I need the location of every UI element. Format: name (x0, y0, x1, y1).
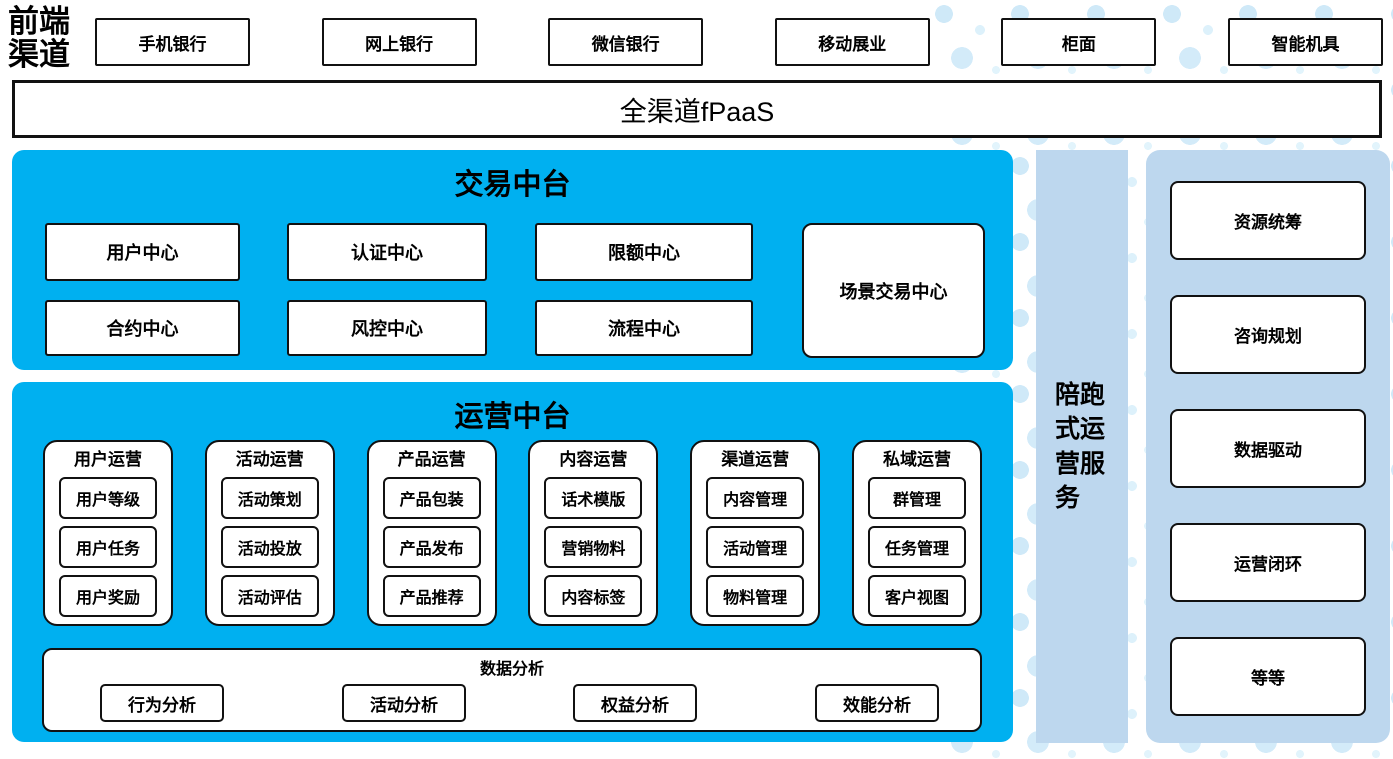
column-item-box: 产品发布 (382, 526, 481, 569)
column-item-box: 话术模版 (544, 477, 643, 520)
analysis-item-box: 行为分析 (100, 684, 224, 722)
trade-platform-panel: 交易中台 用户中心 认证中心 限额中心 合约中心 风控中心 流程中心 场景交易中… (12, 150, 1013, 370)
right-panel-box-resource: 资源统筹 (1170, 181, 1366, 260)
column-items: 产品包装 产品发布 产品推荐 (382, 477, 481, 618)
right-panel-box-consulting: 咨询规划 (1170, 295, 1366, 374)
channel-box-mobile-banking: 手机银行 (95, 18, 250, 66)
scene-trade-center-box: 场景交易中心 (802, 223, 985, 358)
data-analysis-bar: 数据分析 行为分析 活动分析 权益分析 效能分析 (42, 648, 982, 732)
center-box-contract: 合约中心 (45, 300, 240, 356)
ops-column-card-content: 内容运营 话术模版 营销物料 内容标签 (528, 440, 659, 626)
column-item-box: 内容管理 (706, 477, 805, 520)
right-panel-box-data-driven: 数据驱动 (1170, 409, 1366, 488)
data-analysis-title: 数据分析 (479, 661, 544, 678)
column-item-box: 用户任务 (59, 526, 157, 569)
column-item-box: 用户奖励 (59, 575, 157, 618)
channel-box-counter: 柜面 (1001, 18, 1157, 66)
trade-platform-title: 交易中台 (454, 169, 571, 201)
fpaas-bar: 全渠道fPaaS (12, 80, 1382, 138)
right-service-panel: 资源统筹 咨询规划 数据驱动 运营闭环 等等 (1146, 150, 1390, 743)
ops-platform-title: 运营中台 (454, 401, 571, 433)
center-box-user: 用户中心 (45, 223, 240, 281)
center-box-limit: 限额中心 (535, 223, 753, 281)
center-box-process: 流程中心 (535, 300, 753, 356)
center-box-risk: 风控中心 (287, 300, 487, 356)
ops-column-card-product: 产品运营 产品包装 产品发布 产品推荐 (366, 440, 497, 626)
column-items: 话术模版 营销物料 内容标签 (544, 477, 643, 618)
column-items: 内容管理 活动管理 物料管理 (706, 477, 805, 618)
ops-column-card-channel: 渠道运营 内容管理 活动管理 物料管理 (690, 440, 821, 626)
analysis-item-box: 权益分析 (573, 684, 697, 722)
column-items: 用户等级 用户任务 用户奖励 (59, 477, 157, 618)
column-items: 活动策划 活动投放 活动评估 (220, 477, 319, 618)
column-title: 活动运营 (235, 450, 304, 469)
ops-column-card-activity: 活动运营 活动策划 活动投放 活动评估 (204, 440, 335, 626)
column-item-box: 产品推荐 (382, 575, 481, 618)
column-item-box: 物料管理 (706, 575, 805, 618)
column-title: 产品运营 (397, 450, 466, 469)
ops-column-card-user: 用户运营 用户等级 用户任务 用户奖励 (43, 440, 173, 626)
column-title: 内容运营 (559, 450, 628, 469)
right-panel-box-ops-loop: 运营闭环 (1170, 523, 1366, 602)
front-channels-label: 前端渠道 (8, 4, 70, 74)
column-item-box: 任务管理 (867, 526, 966, 569)
channel-box-online-banking: 网上银行 (321, 18, 477, 66)
column-item-box: 活动评估 (220, 575, 319, 618)
column-item-box: 内容标签 (544, 575, 643, 618)
column-item-box: 营销物料 (544, 526, 643, 569)
right-panel-box-etc: 等等 (1170, 637, 1366, 716)
channel-box-mobile-sales: 移动展业 (774, 18, 930, 66)
column-item-box: 群管理 (867, 477, 966, 520)
column-item-box: 活动策划 (220, 477, 319, 520)
column-items: 群管理 任务管理 客户视图 (867, 477, 966, 618)
channel-box-wechat-banking: 微信银行 (548, 18, 704, 66)
companion-ops-service-strip: 陪跑式运营服务 (1036, 150, 1128, 743)
column-item-box: 活动管理 (706, 526, 805, 569)
column-item-box: 产品包装 (382, 477, 481, 520)
column-item-box: 活动投放 (220, 526, 319, 569)
ops-column-card-private-domain: 私域运营 群管理 任务管理 客户视图 (851, 440, 982, 626)
companion-ops-service-label: 陪跑式运营服务 (1055, 380, 1106, 513)
center-box-auth: 认证中心 (287, 223, 487, 281)
column-title: 渠道运营 (721, 450, 790, 469)
channel-row: 手机银行 网上银行 微信银行 移动展业 柜面 智能机具 (95, 18, 1383, 66)
column-item-box: 客户视图 (867, 575, 966, 618)
channel-box-smart-devices: 智能机具 (1227, 18, 1383, 66)
column-title: 用户运营 (74, 450, 142, 469)
analysis-item-box: 效能分析 (815, 684, 939, 722)
ops-columns-row: 用户运营 用户等级 用户任务 用户奖励 活动运营 活动策划 活动投放 活动评估 … (43, 440, 982, 628)
column-title: 私域运营 (882, 450, 951, 469)
analysis-item-box: 活动分析 (342, 684, 466, 722)
column-item-box: 用户等级 (59, 477, 157, 520)
ops-platform-panel: 运营中台 用户运营 用户等级 用户任务 用户奖励 活动运营 活动策划 活动投放 … (12, 382, 1013, 742)
